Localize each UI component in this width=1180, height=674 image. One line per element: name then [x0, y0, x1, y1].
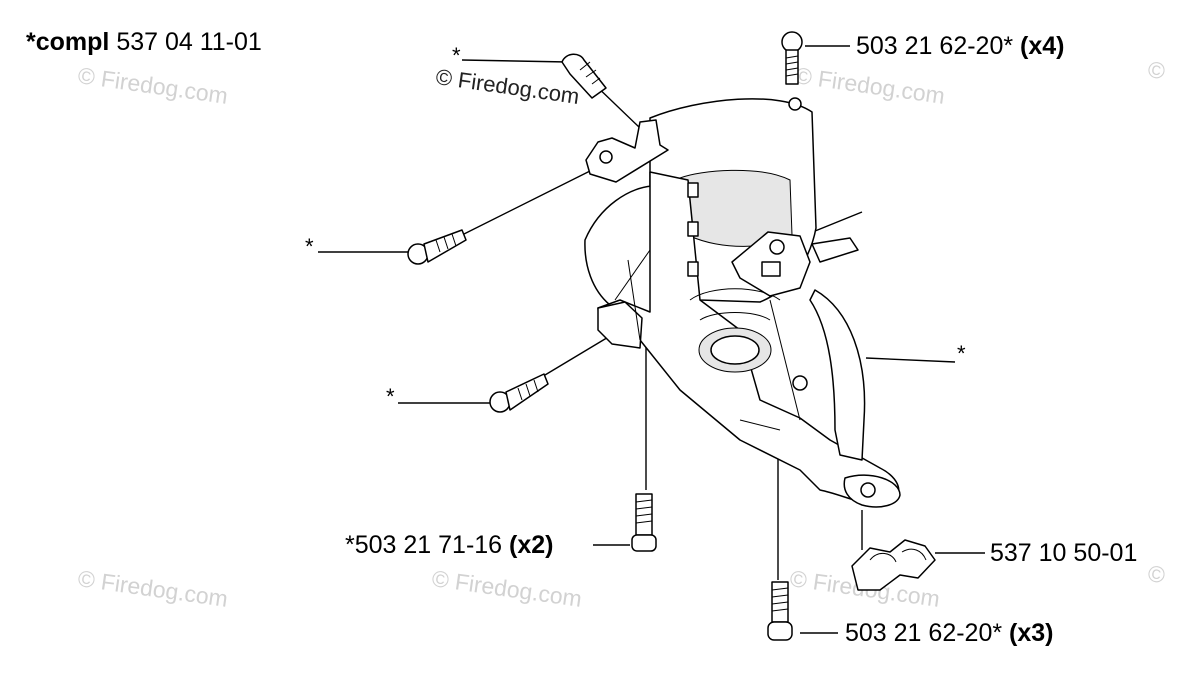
assembly-prefix: *compl: [26, 28, 110, 56]
callout-quantity: (x2): [509, 531, 554, 559]
screw-left-2: [489, 373, 549, 413]
callout-part-number: 503 21 62-20*: [856, 32, 1014, 60]
callout-part-number: 503 21 62-20*: [845, 619, 1003, 647]
assembly-part-number: 537 04 11-01: [116, 28, 262, 56]
callout-screw-bottom: 503 21 62-20* (x3): [845, 621, 1054, 646]
housing: [584, 98, 901, 508]
callout-quantity: (x4): [1020, 32, 1065, 60]
screw-bottom-left: [631, 493, 657, 552]
clip-part: [851, 539, 936, 591]
callout-screw-bottom-left: *503 21 71-16 (x2): [345, 533, 554, 558]
screw-bottom: [767, 581, 793, 641]
asterisk-right-housing: *: [957, 341, 966, 366]
asterisk-left-screw-2: *: [386, 384, 395, 409]
callout-screw-top: 503 21 62-20* (x4): [856, 34, 1065, 59]
assembly-title: *compl 537 04 11-01: [26, 30, 262, 55]
screw-left-1: [407, 229, 467, 265]
callout-quantity: (x3): [1009, 619, 1054, 647]
asterisk-top-screw: *: [452, 43, 461, 68]
asterisk-left-screw-1: *: [305, 234, 314, 259]
screw-top-right: [781, 31, 803, 111]
callout-part-number: 537 10 50-01: [990, 539, 1138, 567]
screw-top-left: [561, 53, 607, 99]
callout-clip: 537 10 50-01: [990, 541, 1137, 566]
callout-part-number: *503 21 71-16: [345, 531, 503, 559]
